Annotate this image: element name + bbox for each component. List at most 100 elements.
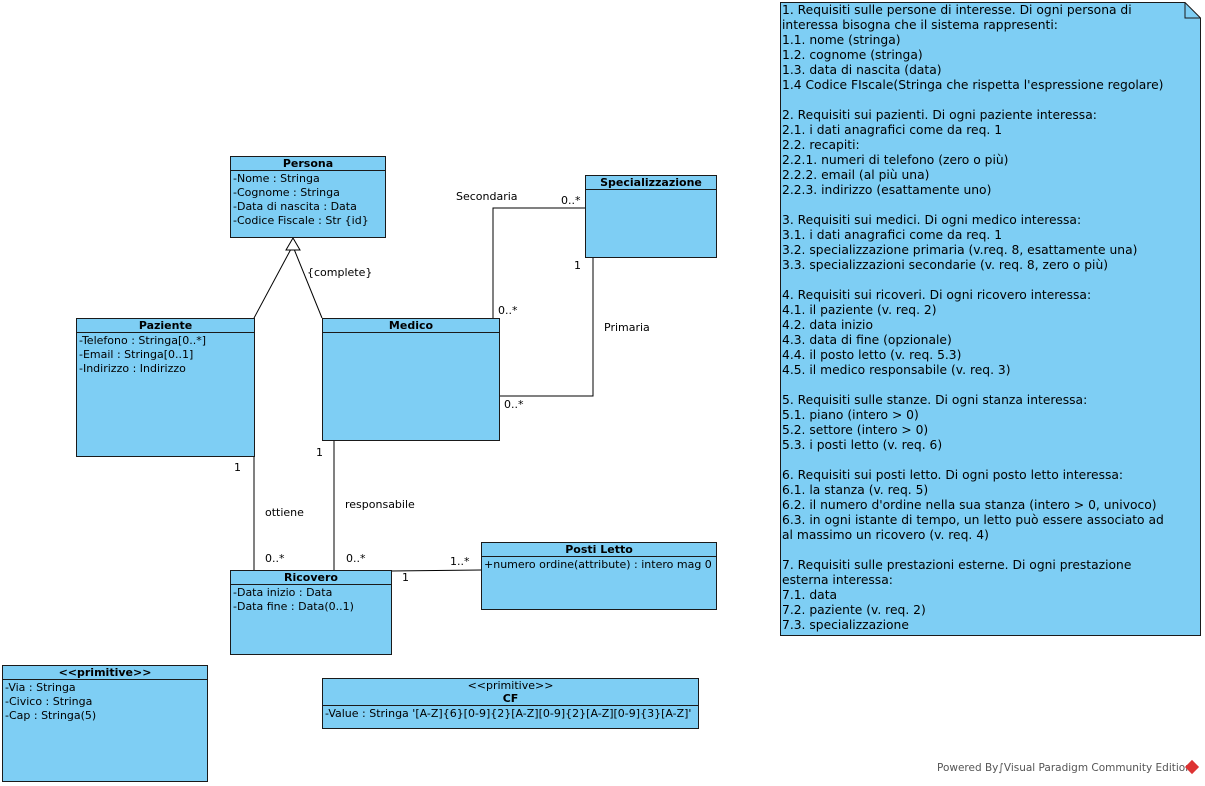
note-line: al massimo un ricovero (v. req. 4) — [782, 528, 989, 542]
multiplicity-posto-letto-ricovero: 1 — [402, 571, 409, 584]
class-cf-header: <<primitive>> CF — [323, 679, 698, 706]
attribute: -Cognome : Stringa — [233, 186, 340, 199]
class-persona-name: Persona — [231, 157, 385, 171]
note-line: 3.2. specializzazione primaria (v.req. 8… — [782, 243, 1138, 257]
association-name-primaria: Primaria — [604, 321, 650, 334]
class-paziente[interactable]: Paziente -Telefono : Stringa[0..*] -Emai… — [76, 318, 255, 457]
note-line — [782, 273, 1199, 288]
note-line: 1.1. nome (stringa) — [782, 33, 901, 47]
note-line: 1.2. cognome (stringa) — [782, 48, 923, 62]
note-line: 7.1. data — [782, 588, 838, 602]
multiplicity-primaria-specializzazione: 1 — [574, 259, 581, 272]
note-line: 2.1. i dati anagrafici come da req. 1 — [782, 123, 1003, 137]
note-line: 6. Requisiti sui posti letto. Di ogni po… — [782, 468, 1124, 482]
powered-by-footer: Powered By∫Visual Paradigm Community Edi… — [937, 762, 1192, 774]
note-line — [782, 93, 1199, 108]
generalization-arrowhead — [285, 237, 301, 251]
note-line: 5.1. piano (intero > 0) — [782, 408, 919, 422]
class-ricovero-attributes: -Data inizio : Data -Data fine : Data(0.… — [231, 585, 391, 615]
attribute: -Civico : Stringa — [5, 695, 93, 708]
multiplicity-posto-letto-posti-letto: 1..* — [450, 555, 470, 568]
class-specializzazione[interactable]: Specializzazione — [585, 175, 717, 258]
class-cf[interactable]: <<primitive>> CF -Value : Stringa '[A-Z]… — [322, 678, 699, 729]
attribute: -Indirizzo : Indirizzo — [79, 362, 186, 375]
note-line: 3.1. i dati anagrafici come da req. 1 — [782, 228, 1003, 242]
attribute: -Telefono : Stringa[0..*] — [79, 334, 207, 347]
note-shape — [780, 2, 1201, 636]
association-name-responsabile: responsabile — [345, 498, 415, 511]
attribute: -Data di nascita : Data — [233, 200, 357, 213]
generalization-constraint-label: {complete} — [307, 266, 373, 279]
generalization-line-medico — [293, 248, 323, 319]
note-line: 4. Requisiti sui ricoveri. Di ogni ricov… — [782, 288, 1092, 302]
class-paziente-attributes: -Telefono : Stringa[0..*] -Email : Strin… — [77, 333, 254, 377]
attribute: -Nome : Stringa — [233, 172, 320, 185]
attribute: -Email : Stringa[0..1] — [79, 348, 194, 361]
multiplicity-ottiene-paziente: 1 — [234, 461, 241, 474]
class-indirizzo-primitive[interactable]: <<primitive>> -Via : Stringa -Civico : S… — [2, 665, 208, 782]
multiplicity-responsabile-ricovero: 0..* — [346, 552, 366, 565]
note-line: 3. Requisiti sui medici. Di ogni medico … — [782, 213, 1082, 227]
note-line: 2. Requisiti sui pazienti. Di ogni pazie… — [782, 108, 1097, 122]
note-line: 6.3. in ogni istante di tempo, un letto … — [782, 513, 1164, 527]
attribute: -Value : Stringa '[A-Z]{6}[0-9]{2}[A-Z][… — [325, 707, 692, 720]
class-indirizzo-primitive-attributes: -Via : Stringa -Civico : Stringa -Cap : … — [3, 680, 207, 724]
note-line: 7.2. paziente (v. req. 2) — [782, 603, 926, 617]
note-line: 7.3. specializzazione — [782, 618, 909, 632]
class-posti-letto-attributes: +numero ordine(attribute) : intero mag 0 — [482, 557, 716, 573]
class-ricovero[interactable]: Ricovero -Data inizio : Data -Data fine … — [230, 570, 392, 655]
note-line: 1.4 Codice FIscale(Stringa che rispetta … — [782, 78, 1164, 92]
note-line: 6.1. la stanza (v. req. 5) — [782, 483, 929, 497]
note-line: 1. Requisiti sulle persone di interesse.… — [782, 3, 1132, 17]
association-name-secondaria: Secondaria — [456, 190, 518, 203]
class-medico[interactable]: Medico — [322, 318, 500, 441]
note-line: 4.1. il paziente (v. req. 2) — [782, 303, 937, 317]
multiplicity-secondaria-medico: 0..* — [498, 304, 518, 317]
multiplicity-ottiene-ricovero: 0..* — [265, 552, 285, 565]
note-line: 7. Requisiti sulle prestazioni esterne. … — [782, 558, 1132, 572]
note-line: 5.2. settore (intero > 0) — [782, 423, 929, 437]
note-line: 2.2. recapiti: — [782, 138, 860, 152]
class-posti-letto-name: Posti Letto — [482, 543, 716, 557]
class-ricovero-name: Ricovero — [231, 571, 391, 585]
note-line: 4.3. data di fine (opzionale) — [782, 333, 952, 347]
class-medico-name: Medico — [323, 319, 499, 333]
note-line: 2.2.2. email (al più una) — [782, 168, 930, 182]
class-persona[interactable]: Persona -Nome : Stringa -Cognome : Strin… — [230, 156, 386, 238]
association-name-ottiene: ottiene — [265, 506, 304, 519]
class-persona-attributes: -Nome : Stringa -Cognome : Stringa -Data… — [231, 171, 385, 229]
attribute: +numero ordine(attribute) : intero mag 0 — [484, 558, 712, 571]
class-posti-letto[interactable]: Posti Letto +numero ordine(attribute) : … — [481, 542, 717, 610]
attribute: -Data fine : Data(0..1) — [233, 600, 354, 613]
note-line: 2.2.3. indirizzo (esattamente uno) — [782, 183, 992, 197]
note-line: 2.2.1. numeri di telefono (zero o più) — [782, 153, 1009, 167]
note-line: esterna interessa: — [782, 573, 893, 587]
class-cf-stereotype: <<primitive>> — [467, 679, 554, 692]
multiplicity-secondaria-specializzazione: 0..* — [561, 194, 581, 207]
association-secondaria — [492, 207, 585, 318]
note-line: 3.3. specializzazioni secondarie (v. req… — [782, 258, 1109, 272]
requirements-note-text: 1. Requisiti sulle persone di interesse.… — [782, 3, 1199, 633]
multiplicity-primaria-medico: 0..* — [504, 398, 524, 411]
note-line: 5.3. i posti letto (v. req. 6) — [782, 438, 943, 452]
note-line: 4.4. il posto letto (v. req. 5.3) — [782, 348, 962, 362]
class-specializzazione-name: Specializzazione — [586, 176, 716, 190]
note-line — [782, 543, 1199, 558]
note-line — [782, 198, 1199, 213]
note-line — [782, 453, 1199, 468]
class-indirizzo-primitive-name: <<primitive>> — [3, 666, 207, 680]
multiplicity-responsabile-medico: 1 — [316, 446, 323, 459]
class-cf-name: CF — [502, 692, 519, 705]
attribute: -Codice Fiscale : Str {id} — [233, 214, 369, 227]
note-line — [782, 378, 1199, 393]
attribute: -Via : Stringa — [5, 681, 76, 694]
association-primaria — [499, 258, 594, 397]
note-line: 1.3. data di nascita (data) — [782, 63, 942, 77]
note-line: 5. Requisiti sulle stanze. Di ogni stanz… — [782, 393, 1088, 407]
note-line: 6.2. il numero d'ordine nella sua stanza… — [782, 498, 1157, 512]
association-posto-letto — [390, 569, 482, 572]
class-cf-attributes: -Value : Stringa '[A-Z]{6}[0-9]{2}[A-Z][… — [323, 706, 698, 722]
note-line: 4.5. il medico responsabile (v. req. 3) — [782, 363, 1011, 377]
requirements-note[interactable]: 1. Requisiti sulle persone di interesse.… — [780, 2, 1201, 636]
